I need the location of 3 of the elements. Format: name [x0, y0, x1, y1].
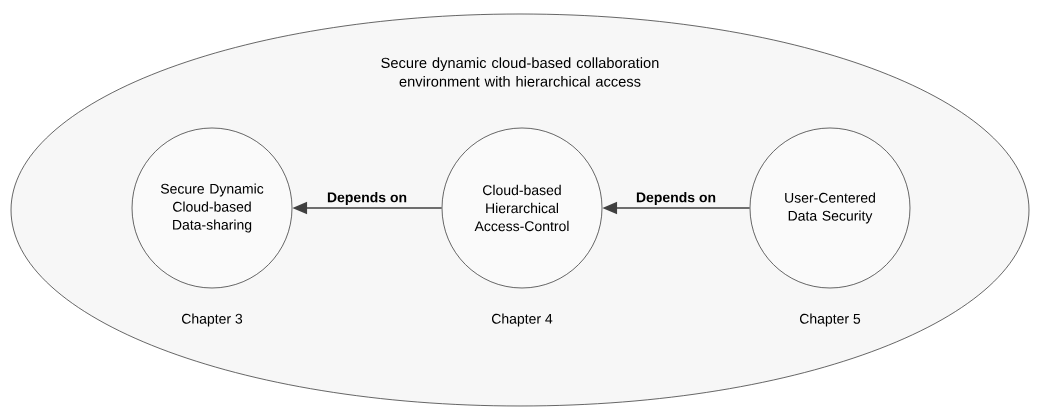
chapter-label: Chapter 4 — [492, 313, 553, 327]
chapter-label: Chapter 3 — [182, 313, 243, 327]
chapter-label: Chapter 5 — [799, 313, 861, 327]
